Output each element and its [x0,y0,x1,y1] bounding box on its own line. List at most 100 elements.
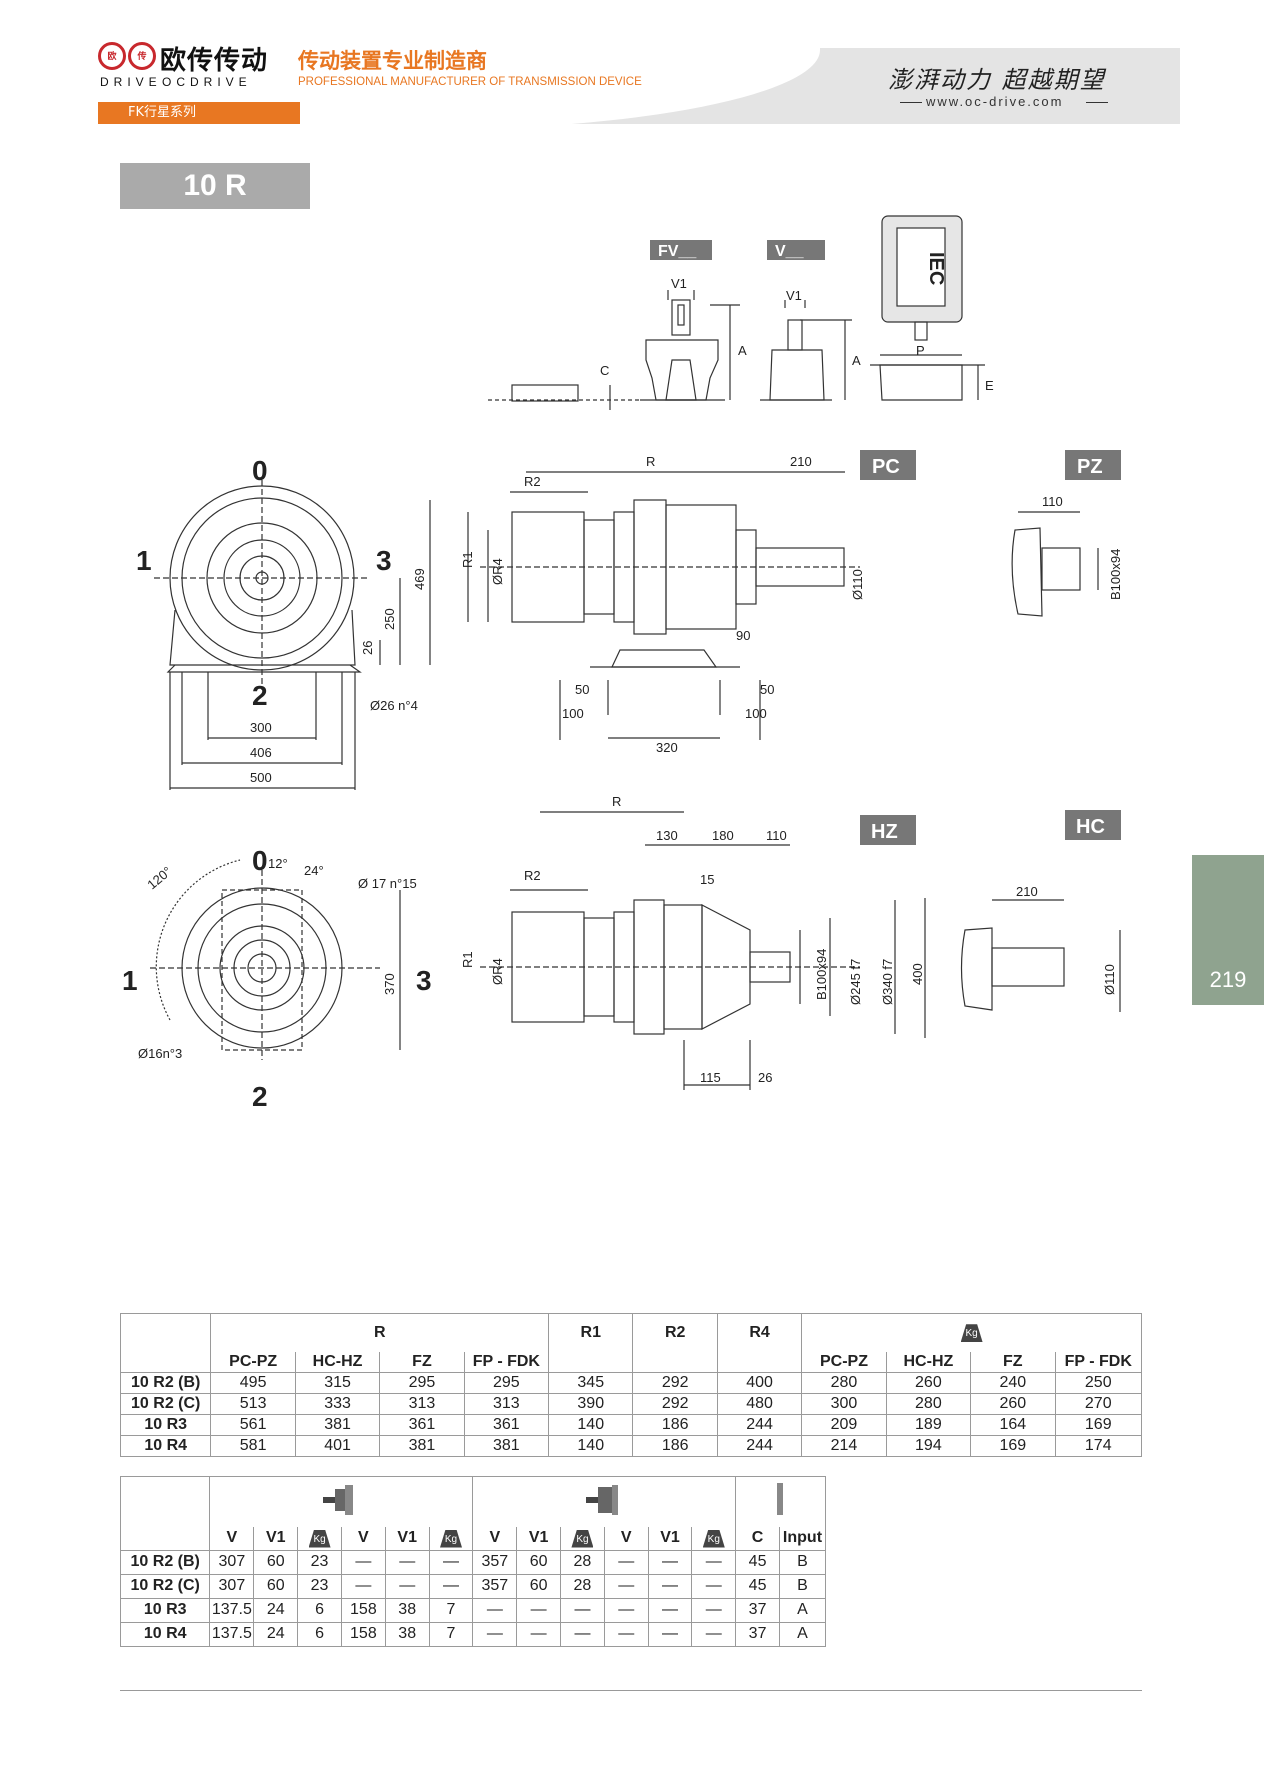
table-cell: 270 [1054,1392,1142,1415]
corner-cell-2 [119,1476,211,1550]
pos2-a: 2 [252,680,268,711]
sub-fp-fdk: FP - FDK [463,1351,550,1373]
dim-15: 15 [700,872,714,887]
table-cell: 6 [297,1621,342,1647]
h-v1-3: V1 [516,1526,562,1551]
row-model: 10 R3 [119,1597,211,1623]
v1-v: V1 [786,288,802,303]
sub-kg-pc-pz: PC-PZ [801,1351,887,1373]
hc-view [960,899,1121,1012]
dim-469: 469 [412,568,427,590]
table-cell: 280 [801,1371,887,1394]
table-cell: — [603,1597,649,1623]
h-v1-1: V1 [253,1526,299,1551]
dim-90: 90 [736,628,750,643]
dim-180: 180 [712,828,734,843]
table-cell: — [691,1597,737,1623]
table-cell: 23 [297,1549,342,1575]
e-label: E [985,378,994,393]
table-cell: 307 [209,1573,255,1599]
hc-label: HC [1076,816,1105,838]
side-view-hz [480,811,926,1090]
table-cell: 345 [548,1371,634,1394]
table-cell: 169 [1054,1413,1142,1436]
dim-r4-hz: ØR4 [490,958,505,985]
h-v1-4: V1 [647,1526,693,1551]
technical-drawing: FV__ V__ IEC V1 V1 A A C P E PC PZ HZ HC… [122,215,1123,1112]
table-cell: — [340,1549,386,1575]
h-c: C [735,1526,780,1551]
h-input: Input [778,1526,827,1551]
table-cell: 280 [885,1392,972,1415]
table-cell: 189 [885,1413,972,1436]
pos3-b: 3 [416,965,432,996]
row-model: 10 R3 [119,1413,212,1436]
table-cell: 60 [516,1549,562,1575]
table-cell: 169 [970,1434,1056,1457]
flange-view [150,859,401,1060]
logo-gear-right-icon: 传 [128,42,156,70]
table-cell: 209 [801,1413,887,1436]
table-cell: 295 [463,1371,550,1394]
a-v: A [852,353,861,368]
sub-hc-hz: HC-HZ [294,1351,381,1373]
table-cell: 313 [379,1392,465,1415]
table-cell: — [428,1573,474,1599]
table-cell: — [647,1621,693,1647]
pos3-a: 3 [376,545,392,576]
brand-name-en-right: OCDRIVE [162,75,252,89]
dim-26-hz: 26 [758,1070,772,1085]
table-cell: 174 [1054,1434,1142,1457]
pos0-a: 0 [252,455,268,486]
dim-r2-pc: R2 [524,474,541,489]
table-cell: 60 [516,1573,562,1599]
dim-26: 26 [360,641,375,655]
weight-icon: Kg [702,1529,725,1548]
dim-b100-hz: B100x94 [814,949,829,1000]
group-c-icon-cell [735,1476,826,1527]
p-label: P [916,343,925,358]
fv-motor-icon [323,1485,354,1516]
fv-view [488,240,740,410]
website-url: www.oc-drive.com [926,94,1064,109]
table-cell: 561 [210,1413,296,1436]
pz-label: PZ [1077,456,1103,478]
table-cell: 581 [210,1434,296,1457]
dim-210-hc: 210 [1016,884,1038,899]
table-cell: 315 [294,1371,381,1394]
sub-pc-pz: PC-PZ [210,1351,296,1373]
group-v-icon-cell [472,1476,737,1527]
weight-icon: Kg [440,1529,462,1548]
dim-130: 130 [656,828,678,843]
dim-r-pc: R [646,454,655,469]
table-cell: 260 [970,1392,1056,1415]
table-cell: 158 [340,1621,386,1647]
table-cell: 381 [294,1413,381,1436]
table-cell: 214 [801,1434,887,1457]
table-cell: 60 [253,1573,299,1599]
table-cell: 28 [560,1549,605,1575]
hole-26: Ø26 n°4 [370,698,418,713]
weight-icon: Kg [571,1529,594,1548]
table-cell: — [647,1549,693,1575]
table-cell: — [560,1597,605,1623]
flange-icon [776,1483,783,1516]
table-cell: — [603,1621,649,1647]
table-cell: A [778,1621,827,1647]
page-number: 219 [1209,967,1247,992]
table-cell: 292 [632,1392,718,1415]
table-cell: — [384,1573,430,1599]
tagline-en: PROFESSIONAL MANUFACTURER OF TRANSMISSIO… [298,76,642,88]
dim-300: 300 [250,720,272,735]
table-cell: — [340,1573,386,1599]
table-cell: B [778,1573,827,1599]
group-fv-icon-cell [209,1476,474,1527]
dim-r4-pc: ØR4 [490,558,505,585]
dim-r-hz: R [612,794,621,809]
header-r4: R4 [716,1313,803,1352]
table-cell: 361 [463,1413,550,1436]
